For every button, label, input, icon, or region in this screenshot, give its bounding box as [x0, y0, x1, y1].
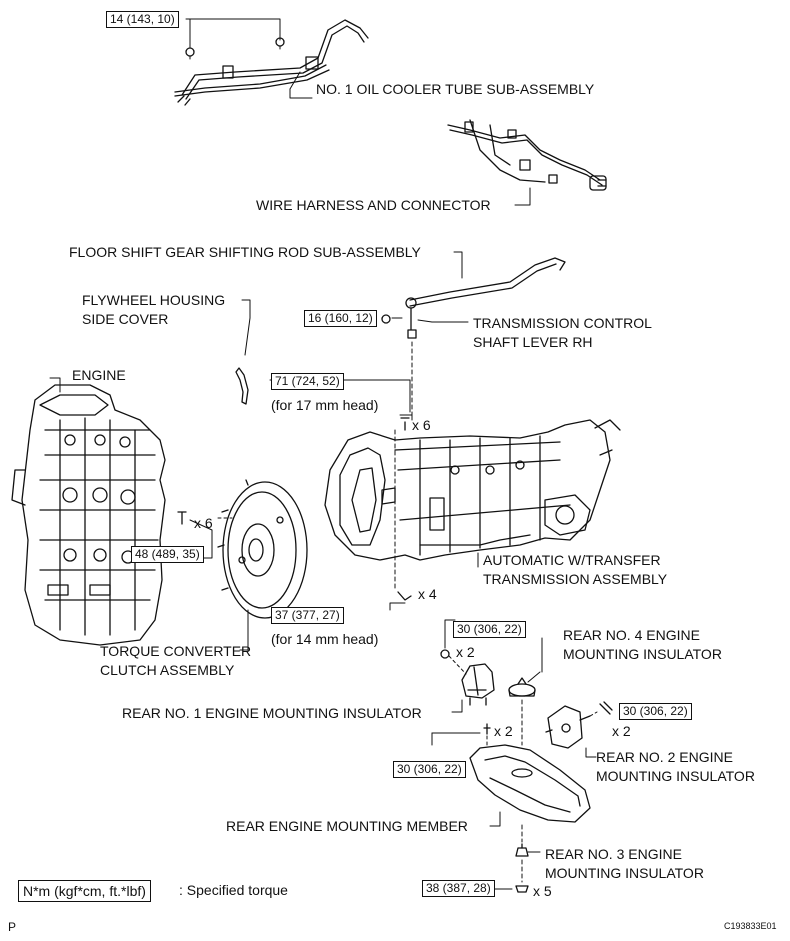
- label-torque-converter-1: TORQUE CONVERTER: [100, 643, 252, 659]
- torque-box-lever: 16 (160, 12): [304, 310, 377, 327]
- note-14mm-head: (for 14 mm head): [271, 631, 379, 647]
- label-rear2-2: MOUNTING INSULATOR: [596, 768, 755, 784]
- torque-box-member-bolt: 38 (387, 28): [422, 880, 495, 897]
- label-torque-converter-2: CLUTCH ASSEMBLY: [100, 662, 235, 678]
- label-rear2-1: REAR NO. 2 ENGINE: [596, 749, 733, 765]
- torque-box-converter: 48 (489, 35): [131, 546, 204, 563]
- count-rear2-bolt: x 2: [612, 723, 631, 739]
- torque-box-trans-14mm: 37 (377, 27): [271, 607, 344, 624]
- torque-box-trans-17mm: 71 (724, 52): [271, 373, 344, 390]
- legend-unit-box: N*m (kgf*cm, ft.*lbf): [18, 880, 151, 902]
- label-engine: ENGINE: [72, 367, 126, 383]
- torque-converter-drawing: [217, 479, 308, 619]
- count-trans-17mm: x 6: [412, 417, 431, 433]
- label-auto-trans-1: AUTOMATIC W/TRANSFER: [483, 552, 661, 568]
- rear-no2-insulator-drawing: [545, 705, 591, 749]
- count-converter: x 6: [194, 515, 213, 531]
- label-trans-lever-1: TRANSMISSION CONTROL: [473, 315, 652, 331]
- label-trans-lever-2: SHAFT LEVER RH: [473, 334, 593, 350]
- torque-box-rear4-bolt: 30 (306, 22): [453, 621, 526, 638]
- floor-shift-rod-drawing: [405, 257, 566, 339]
- label-oil-cooler-tube: NO. 1 OIL COOLER TUBE SUB-ASSEMBLY: [316, 81, 595, 97]
- engine-drawing: [11, 384, 166, 646]
- label-rear1: REAR NO. 1 ENGINE MOUNTING INSULATOR: [122, 705, 422, 721]
- torque-box-rear2-bolt: 30 (306, 22): [619, 703, 692, 720]
- automatic-transmission-drawing: [324, 419, 621, 561]
- label-flywheel-cover-2: SIDE COVER: [82, 311, 169, 327]
- torque-box-rear1-bolt: 30 (306, 22): [393, 761, 466, 778]
- label-auto-trans-2: TRANSMISSION ASSEMBLY: [483, 571, 668, 587]
- figure-code: C193833E01: [724, 921, 777, 931]
- label-wire-harness: WIRE HARNESS AND CONNECTOR: [256, 197, 491, 213]
- label-rear4-2: MOUNTING INSULATOR: [563, 646, 722, 662]
- legend-text: : Specified torque: [179, 882, 288, 898]
- label-rear3-2: MOUNTING INSULATOR: [545, 865, 704, 881]
- page-mark: P: [8, 920, 17, 934]
- count-trans-14mm: x 4: [418, 586, 437, 602]
- torque-box-oil-cooler: 14 (143, 10): [106, 11, 179, 28]
- note-17mm-head: (for 17 mm head): [271, 397, 379, 413]
- wire-harness-drawing: [447, 119, 607, 191]
- count-rear4-bolt: x 2: [456, 644, 475, 660]
- label-rear-member: REAR ENGINE MOUNTING MEMBER: [226, 818, 468, 834]
- label-rear4-1: REAR NO. 4 ENGINE: [563, 627, 700, 643]
- count-rear1-bolt: x 2: [494, 723, 513, 739]
- rear-no1-insulator-drawing: [461, 663, 495, 706]
- label-flywheel-cover-1: FLYWHEEL HOUSING: [82, 292, 226, 308]
- count-member-bolt: x 5: [533, 883, 552, 899]
- rear-mounting-member-drawing: [469, 744, 591, 823]
- rear-no4-insulator-drawing: [508, 677, 536, 697]
- label-rear3-1: REAR NO. 3 ENGINE: [545, 846, 682, 862]
- label-floor-shift-rod: FLOOR SHIFT GEAR SHIFTING ROD SUB-ASSEMB…: [69, 244, 421, 260]
